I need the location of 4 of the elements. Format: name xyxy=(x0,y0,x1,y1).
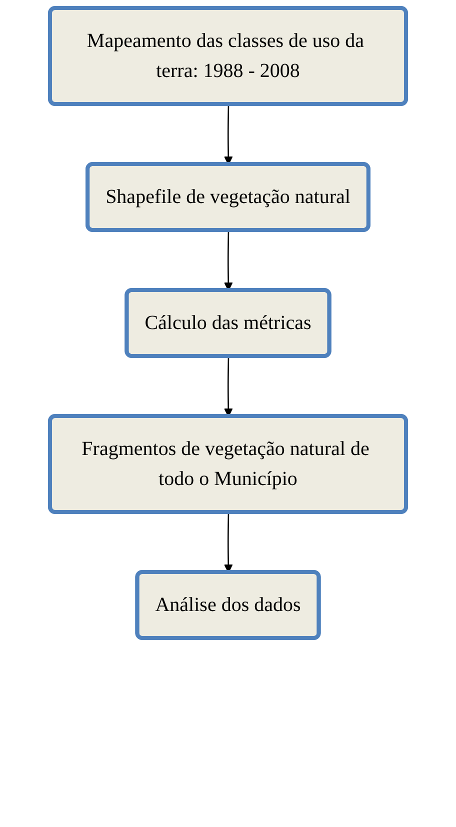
arrow xyxy=(224,512,233,573)
arrow xyxy=(224,356,233,417)
arrow xyxy=(224,104,233,165)
arrow xyxy=(224,230,233,291)
